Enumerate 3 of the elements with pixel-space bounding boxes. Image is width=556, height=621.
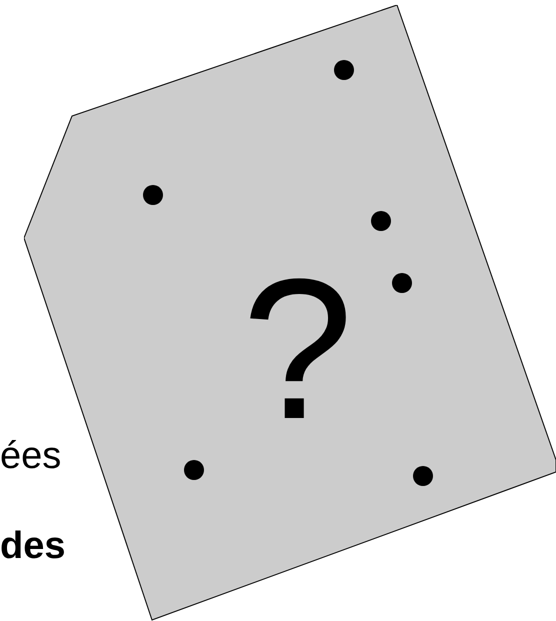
question-mark: ? [242,250,354,450]
text-fragment: des [0,527,66,565]
text-fragment: ées [0,437,62,475]
